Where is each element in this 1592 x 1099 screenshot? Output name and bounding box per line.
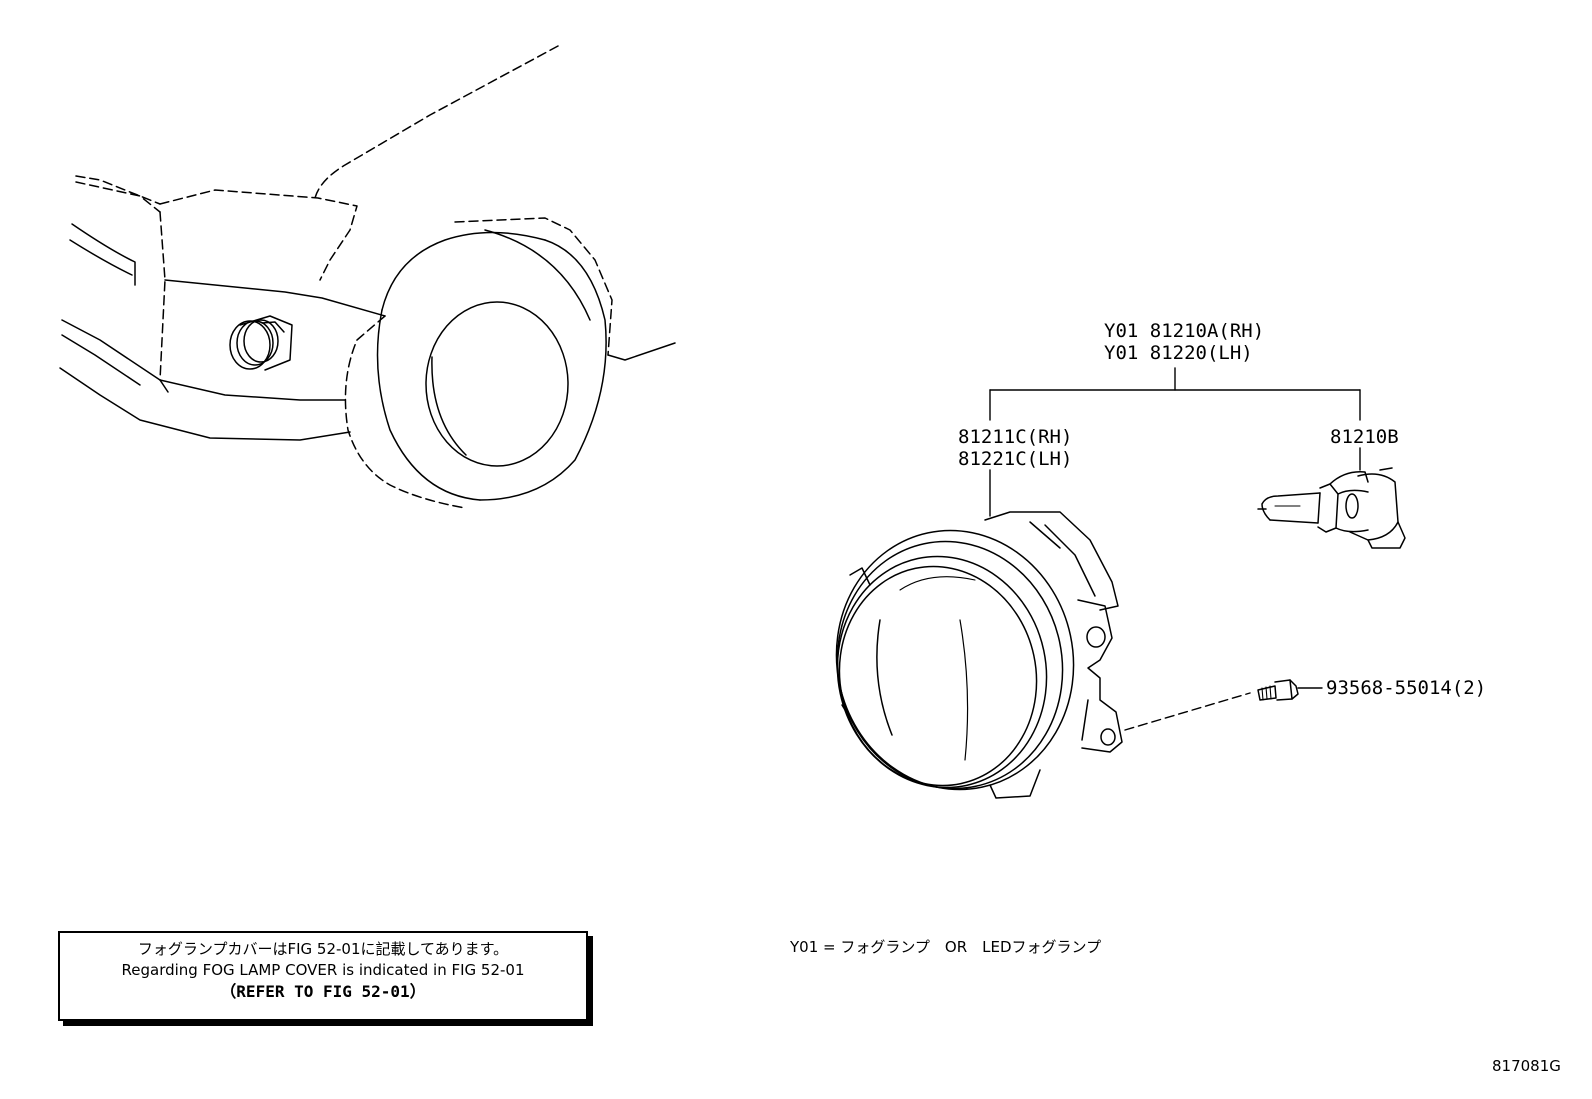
leader-lines <box>989 367 1361 731</box>
note-line-english: Regarding FOG LAMP COVER is indicated in… <box>121 961 525 979</box>
figure-id: 817081G <box>1492 1057 1561 1075</box>
callout-lamp-rh: 81211C(RH) <box>958 426 1073 448</box>
variant-legend: Y01 = フォグランプ OR LEDフォグランプ <box>790 938 1102 956</box>
note-line-japanese: フォグランプカバーはFIG 52-01に記載してあります。 <box>137 940 509 958</box>
callout-assembly-rh: Y01 81210A(RH) <box>1104 320 1265 342</box>
note-line-refer: （REFER TO FIG 52-01） <box>220 982 426 1001</box>
callout-bulb: 81210B <box>1330 426 1399 448</box>
bumper-fog-lamp-icon <box>229 315 293 371</box>
callout-assembly-lh: Y01 81220(LH) <box>1104 342 1253 364</box>
vehicle-front-corner-icon <box>59 45 676 509</box>
fog-lamp-icon <box>835 511 1123 799</box>
reference-note: フォグランプカバーはFIG 52-01に記載してあります。 Regarding … <box>58 931 588 1021</box>
bulb-icon <box>1257 467 1406 549</box>
callout-screw: 93568-55014(2) <box>1326 677 1487 699</box>
screw-icon <box>1257 679 1299 701</box>
callout-lamp-lh: 81221C(LH) <box>958 448 1073 470</box>
